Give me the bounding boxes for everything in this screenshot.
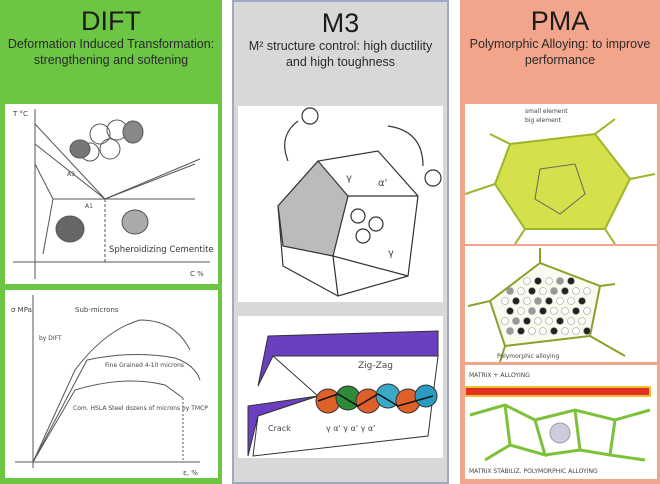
atom-dot [517,327,525,335]
m3-column: M3 M² structure control: high ductility … [232,0,449,484]
legend-small-element: small element [525,108,568,115]
atomic-lattice-sketch: Polymorphic alloying [465,246,657,362]
atom-dot [528,287,536,295]
atom-dot [534,277,542,285]
stabilization-label: MATRIX STABILIZ. POLYMORPHIC ALLOYING [469,468,598,475]
atom-dot [578,317,586,325]
m3-title: M3 [321,8,360,38]
atom-dot [506,287,514,295]
pma-subtitle: Polymorphic Alloying: to improve perform… [469,37,651,67]
atom-dot [539,287,547,295]
atom-dot [550,287,558,295]
phase-diagram-sketch: T °C C % A3 A1 Spheroidizing Cementite [5,104,218,284]
atom-dot [501,317,509,325]
atom-dot [539,307,547,315]
atom-dot [523,317,531,325]
atom-dot [561,327,569,335]
m3-subtitle: M² structure control: high ductility and… [248,39,433,69]
atom-dot [534,317,542,325]
a3-label: A3 [67,171,75,178]
atom-dot [556,297,564,305]
fine-grained-label: Fine Grained 4-10 microns [105,362,184,369]
atom-dot [583,327,591,335]
atom-dot [561,287,569,295]
atom-dot [561,307,569,315]
atom-dot [539,327,547,335]
atom-dot [523,297,531,305]
sub-microns-label: Sub-microns [75,306,119,314]
stress-axis-label: σ MPa [11,306,32,314]
atom-dot [501,297,509,305]
grain-gamma-label: γ [346,173,352,184]
atom-dot [506,327,514,335]
matrix-sketch: MATRIX + ALLOYING MATRIX STABILIZ. POLYM… [465,365,657,479]
atom-dot [528,327,536,335]
atom-dot [572,307,580,315]
pma-title: PMA [530,6,590,36]
legend-big-element: big element [525,117,562,124]
zigzag-label: Zig-Zag [358,361,393,371]
polymorphic-label: Polymorphic alloying [497,353,559,360]
atom-dot [528,307,536,315]
atom-dot [550,327,558,335]
phase-y-axis-label: T °C [12,110,28,118]
atom-dot [583,287,591,295]
atom-dot [556,317,564,325]
grain-structure-sketch: γ α' γ [238,106,443,302]
atom-dot [545,317,553,325]
stress-strain-sketch: σ MPa ε, % Sub-microns Fine Grained 4-10… [5,290,218,478]
grain-alpha-label: α' [378,178,387,189]
atom-dot [545,277,553,285]
atom-dot [583,307,591,315]
alloy-grain-sketch: small element big element [465,104,657,244]
atom-dot [512,297,520,305]
pma-column: PMA Polymorphic Alloying: to improve per… [460,0,660,484]
atom-dot [506,307,514,315]
atom-dot [567,277,575,285]
grain-gamma2-label: γ [388,248,394,259]
atom-dot [545,297,553,305]
atom-dot [567,297,575,305]
atom-dot [567,317,575,325]
atom-dot [572,287,580,295]
matrix-label: MATRIX + ALLOYING [469,372,530,379]
a1-label: A1 [85,203,93,210]
spheroidizing-label: Spheroidizing Cementite [109,245,214,255]
dift-title: DIFT [81,6,141,36]
atom-dot [512,317,520,325]
dift-curve-label: by DIFT [39,335,62,342]
dift-subtitle: Deformation Induced Transformation: stre… [7,37,215,67]
strain-axis-label: ε, % [183,469,198,477]
atom-dot [534,297,542,305]
hsla-label: Com. HSLA Steel dozens of microns by TMC… [73,405,208,412]
atom-dot [517,307,525,315]
atom-dot [578,297,586,305]
atom-dot [550,307,558,315]
phase-sequence-label: γ α' γ α' γ α' [326,424,375,433]
atom-dot [572,327,580,335]
phase-x-axis-label: C % [190,270,204,278]
atom-dot [517,287,525,295]
dift-column: DIFT Deformation Induced Transformation:… [0,0,222,484]
atom-dot [556,277,564,285]
crack-path-sketch: Zig-Zag Crack γ α' γ α' γ α' [238,316,443,458]
crack-label: Crack [268,424,291,433]
atom-dot [523,277,531,285]
